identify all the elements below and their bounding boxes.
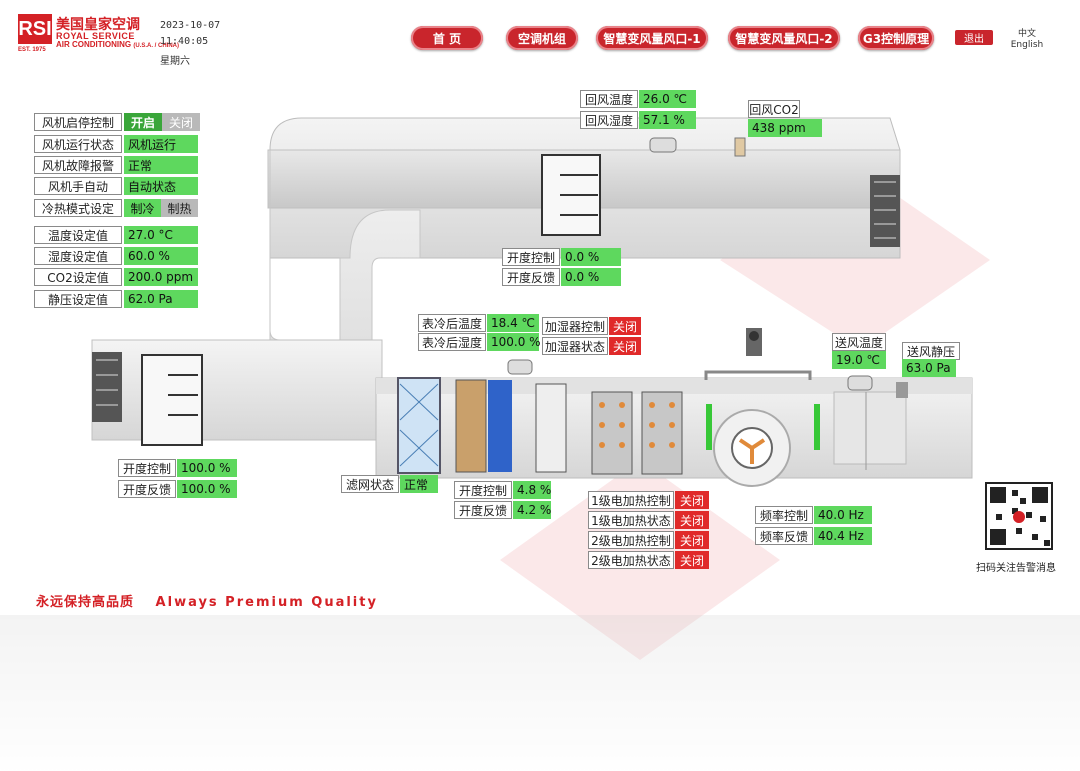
return-damper-ctrl-value[interactable]: 0.0 %	[561, 248, 621, 266]
date-text: 2023-10-07	[160, 20, 221, 31]
heater1-stat-label: 1级电加热状态	[588, 511, 674, 529]
nav-vav-2[interactable]: 智慧变风量风口-2	[728, 26, 840, 50]
valve-ctrl-label: 开度控制	[454, 481, 512, 499]
co2-setpoint-value[interactable]: 200.0 ppm	[124, 268, 198, 286]
nav-g3-principle[interactable]: G3控制原理	[858, 26, 934, 50]
fan-run-label: 风机运行状态	[34, 135, 122, 153]
return-hum-label: 回风湿度	[580, 111, 638, 129]
fan-on-button[interactable]: 开启	[124, 113, 162, 131]
coil-hum-value: 100.0 %	[487, 333, 541, 351]
temp-setpoint-label: 温度设定值	[34, 226, 122, 244]
time-text: 11:40:05	[160, 36, 209, 47]
fresh-damper-fb-value: 100.0 %	[177, 480, 237, 498]
vfd-ctrl-label: 频率控制	[755, 506, 813, 524]
return-damper-ctrl-label: 开度控制	[502, 248, 560, 266]
heat-mode-button[interactable]: 制热	[161, 199, 198, 217]
nav-ahu[interactable]: 空调机组	[506, 26, 578, 50]
heater1-ctrl-label: 1级电加热控制	[588, 491, 674, 509]
brand-subtitle-line: AIR CONDITIONING	[56, 40, 132, 49]
return-hum-value: 57.1 %	[639, 111, 696, 129]
return-damper-fb-label: 开度反馈	[502, 268, 560, 286]
brand-name-cn: 美国皇家空调	[56, 17, 140, 33]
slogan-en: Always Premium Quality	[155, 595, 378, 610]
vfd-fb-value: 40.4 Hz	[814, 527, 872, 545]
hum-setpoint-label: 湿度设定值	[34, 247, 122, 265]
weekday-text: 星期六	[160, 56, 190, 67]
vfd-fb-label: 频率反馈	[755, 527, 813, 545]
return-temp-value: 26.0 ℃	[639, 90, 696, 108]
fan-off-button[interactable]: 关闭	[162, 113, 200, 131]
pressure-setpoint-value[interactable]: 62.0 Pa	[124, 290, 198, 308]
supply-temp-value: 19.0 ℃	[832, 351, 886, 369]
slogan: 永远保持高品质 Always Premium Quality	[36, 591, 378, 610]
supply-temp-label: 送风温度	[832, 333, 886, 351]
heater1-ctrl-value[interactable]: 关闭	[675, 491, 709, 509]
supply-pressure-value: 63.0 Pa	[902, 359, 956, 377]
humidifier-ctrl-value[interactable]: 关闭	[609, 317, 641, 335]
fresh-damper-fb-label: 开度反馈	[118, 480, 176, 498]
fresh-damper-ctrl-label: 开度控制	[118, 459, 176, 477]
heater2-stat-label: 2级电加热状态	[588, 551, 674, 569]
cool-mode-button[interactable]: 制冷	[124, 199, 161, 217]
slogan-cn: 永远保持高品质	[36, 595, 135, 610]
floor-reflection	[0, 615, 1080, 771]
coil-temp-label: 表冷后温度	[418, 314, 486, 332]
exit-button[interactable]: 退出	[955, 30, 993, 45]
lang-en[interactable]: English	[1010, 40, 1044, 50]
fan-run-value: 风机运行	[124, 135, 198, 153]
fan-fault-label: 风机故障报警	[34, 156, 122, 174]
fan-mode-label: 风机手自动	[34, 177, 122, 195]
coil-temp-value: 18.4 ℃	[487, 314, 539, 332]
humidifier-ctrl-label: 加湿器控制	[542, 317, 608, 335]
heater2-ctrl-value[interactable]: 关闭	[675, 531, 709, 549]
valve-ctrl-value[interactable]: 4.8 %	[513, 481, 551, 499]
valve-fb-label: 开度反馈	[454, 501, 512, 519]
heater2-stat-value: 关闭	[675, 551, 709, 569]
return-temp-label: 回风温度	[580, 90, 638, 108]
nav-vav-1[interactable]: 智慧变风量风口-1	[596, 26, 708, 50]
return-damper-fb-value: 0.0 %	[561, 268, 621, 286]
return-co2-value: 438 ppm	[748, 119, 822, 137]
vfd-ctrl-value[interactable]: 40.0 Hz	[814, 506, 872, 524]
brand-logo: RSI	[18, 14, 52, 44]
humidifier-stat-value: 关闭	[609, 337, 641, 355]
coil-hum-label: 表冷后湿度	[418, 333, 486, 351]
return-co2-label: 回风CO2	[748, 100, 800, 118]
hum-setpoint-value[interactable]: 60.0 %	[124, 247, 198, 265]
heater2-ctrl-label: 2级电加热控制	[588, 531, 674, 549]
lang-cn[interactable]: 中文	[1017, 29, 1036, 39]
humidifier-stat-label: 加湿器状态	[542, 337, 608, 355]
fan-fault-value: 正常	[124, 156, 198, 174]
valve-fb-value: 4.2 %	[513, 501, 551, 519]
fan-mode-value: 自动状态	[124, 177, 198, 195]
fan-control-label: 风机启停控制	[34, 113, 122, 131]
hc-mode-label: 冷热模式设定	[34, 199, 122, 217]
pressure-setpoint-label: 静压设定值	[34, 290, 122, 308]
nav-home[interactable]: 首 页	[411, 26, 483, 50]
brand-country: (U.S.A. / CHINA)	[133, 43, 180, 49]
supply-pressure-label: 送风静压	[902, 342, 960, 360]
filter-label: 滤网状态	[341, 475, 399, 493]
heater1-stat-value: 关闭	[675, 511, 709, 529]
qr-caption: 扫码关注告警消息	[976, 563, 1056, 574]
temp-setpoint-value[interactable]: 27.0 °C	[124, 226, 198, 244]
brand-name-en: ROYAL SERVICE	[56, 31, 135, 41]
brand-est: EST. 1975	[18, 47, 46, 53]
fresh-damper-ctrl-value[interactable]: 100.0 %	[177, 459, 237, 477]
co2-setpoint-label: CO2设定值	[34, 268, 122, 286]
filter-value: 正常	[400, 475, 438, 493]
brand-subtitle: AIR CONDITIONING (U.S.A. / CHINA)	[56, 40, 179, 49]
